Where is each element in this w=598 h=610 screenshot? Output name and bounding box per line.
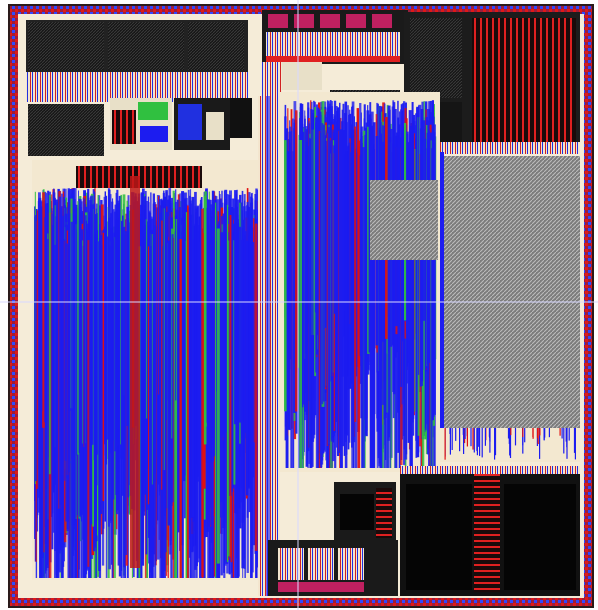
bottom-center-io-cluster [268, 482, 398, 596]
left-logic-core [32, 160, 260, 580]
routing-channel [258, 96, 280, 596]
bottom-right-macro [400, 466, 580, 596]
top-left-memory-bank [26, 20, 252, 156]
top-center-io-cluster [262, 10, 408, 64]
center-logic-core [280, 92, 440, 472]
right-sram-array [440, 152, 580, 462]
